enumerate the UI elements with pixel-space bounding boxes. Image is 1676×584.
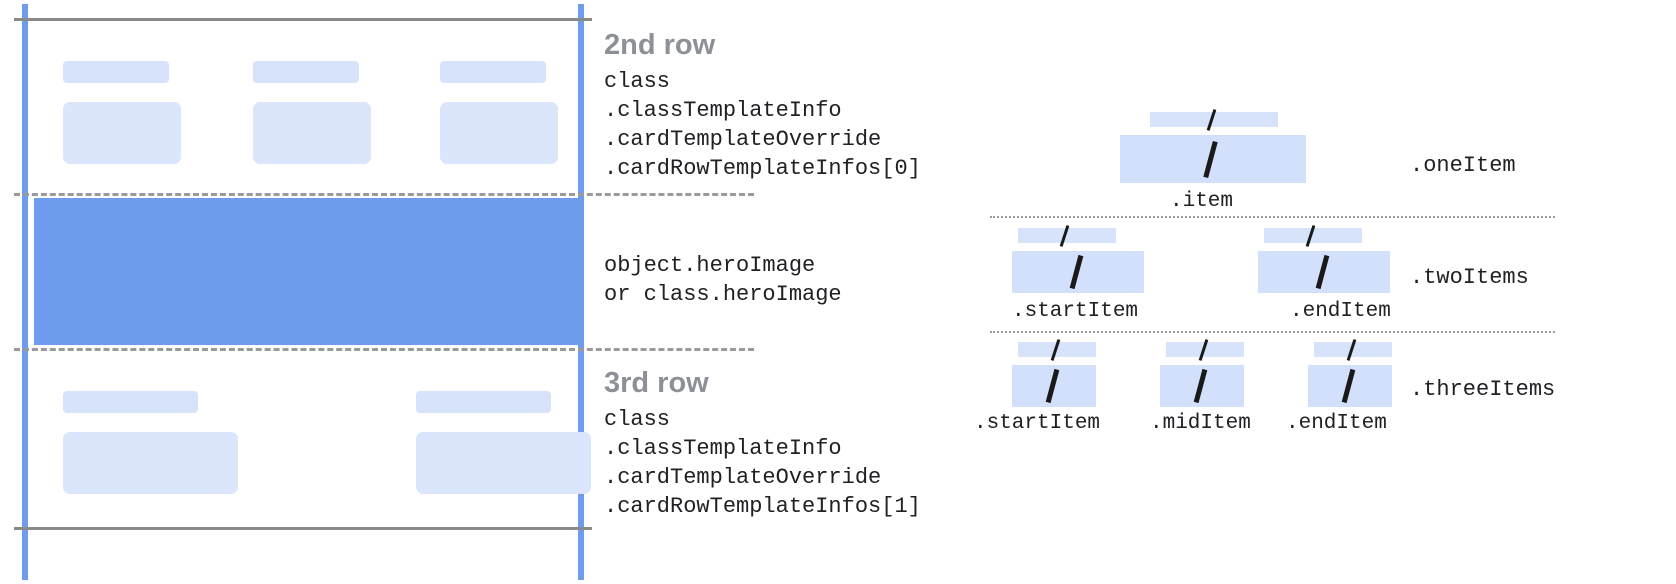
three-items-start-unit xyxy=(1012,339,1096,407)
three-items-mid-unit xyxy=(1160,339,1244,407)
two-items-end-body-placeholder xyxy=(1258,251,1390,293)
two-items-end-unit xyxy=(1258,225,1390,293)
row2-col2-value-placeholder xyxy=(253,102,371,164)
row2-col1-value-placeholder xyxy=(63,102,181,164)
two-items-start-label: .startItem xyxy=(1012,300,1139,323)
second-row-code-line-2: .classTemplateInfo xyxy=(604,98,842,124)
row3-col2-label-placeholder xyxy=(416,391,551,413)
row2-column-2 xyxy=(253,61,371,164)
card-template-diagram xyxy=(0,0,754,584)
second-row-code-line-4: .cardRowTemplateInfos[0] xyxy=(604,156,921,182)
two-items-group-label: .twoItems xyxy=(1410,265,1529,290)
three-items-mid-cap-placeholder xyxy=(1166,339,1244,361)
hero-image-annotation: object.heroImage or class.heroImage xyxy=(604,251,842,309)
row3-col1-label-placeholder xyxy=(63,391,198,413)
hero-image-band xyxy=(34,198,584,345)
two-items-start-unit xyxy=(1012,225,1144,293)
three-items-group-label: .threeItems xyxy=(1410,377,1556,402)
slash-icon xyxy=(1069,254,1084,290)
three-items-start-cap-placeholder xyxy=(1018,339,1096,361)
three-items-end-label: .endItem xyxy=(1286,412,1387,435)
three-items-end-cap-placeholder xyxy=(1314,339,1392,361)
three-items-start-body-placeholder xyxy=(1012,365,1096,407)
row3-column-2 xyxy=(416,391,591,494)
slash-icon xyxy=(1206,109,1217,131)
row2-col3-label-placeholder xyxy=(440,61,546,83)
row2-column-3 xyxy=(440,61,558,164)
row2-column-1 xyxy=(63,61,181,164)
third-row-annotation: 3rd row class .classTemplateInfo .cardTe… xyxy=(604,367,921,521)
second-row-code-line-1: class xyxy=(604,69,671,95)
item-layout-diagram: .item .oneItem .startItem .endItem .twoI… xyxy=(960,0,1676,584)
row3-column-1 xyxy=(63,391,238,494)
row3-col2-value-placeholder xyxy=(416,432,591,494)
bottom-border-rule xyxy=(14,527,592,530)
row-divider-lower xyxy=(14,348,754,351)
slash-icon xyxy=(1193,368,1208,404)
one-item-label: .item xyxy=(1170,190,1234,213)
slash-icon xyxy=(1050,339,1061,361)
group-divider-one-two xyxy=(990,216,1555,218)
slash-icon xyxy=(1346,339,1357,361)
three-items-mid-label: .midItem xyxy=(1150,412,1251,435)
slash-icon xyxy=(1341,368,1356,404)
two-items-end-cap-placeholder xyxy=(1264,225,1362,247)
third-row-code-line-2: .classTemplateInfo xyxy=(604,436,842,462)
three-items-end-body-placeholder xyxy=(1308,365,1392,407)
one-item-unit xyxy=(1120,109,1306,183)
three-items-start-label: .startItem xyxy=(974,412,1101,435)
slash-icon xyxy=(1059,225,1070,247)
row3-col1-value-placeholder xyxy=(63,432,238,494)
slash-icon xyxy=(1315,254,1330,290)
row2-col3-value-placeholder xyxy=(440,102,558,164)
slash-icon xyxy=(1203,140,1218,179)
third-row-title: 3rd row xyxy=(604,367,709,399)
three-items-mid-body-placeholder xyxy=(1160,365,1244,407)
second-row-annotation: 2nd row class .classTemplateInfo .cardTe… xyxy=(604,29,921,183)
one-item-body-placeholder xyxy=(1120,135,1306,183)
third-row-code-line-3: .cardTemplateOverride xyxy=(604,465,882,491)
third-row-code-line-1: class xyxy=(604,407,671,433)
top-border-rule xyxy=(14,18,592,21)
two-items-end-label: .endItem xyxy=(1290,300,1391,323)
row-divider-upper xyxy=(14,193,754,196)
one-item-group-label: .oneItem xyxy=(1410,153,1516,178)
slash-icon xyxy=(1198,339,1209,361)
second-row-code-line-3: .cardTemplateOverride xyxy=(604,127,882,153)
row2-col2-label-placeholder xyxy=(253,61,359,83)
second-row-title: 2nd row xyxy=(604,29,716,61)
slash-icon xyxy=(1045,368,1060,404)
group-divider-two-three xyxy=(990,331,1555,333)
third-row-region xyxy=(28,351,591,527)
one-item-cap-placeholder xyxy=(1150,109,1278,131)
third-row-code-line-4: .cardRowTemplateInfos[1] xyxy=(604,494,921,520)
two-items-start-body-placeholder xyxy=(1012,251,1144,293)
left-guide-line xyxy=(22,4,28,580)
slash-icon xyxy=(1305,225,1316,247)
second-row-region xyxy=(28,21,578,193)
hero-code-line-1: object.heroImage xyxy=(604,253,816,278)
three-items-end-unit xyxy=(1308,339,1392,407)
two-items-start-cap-placeholder xyxy=(1018,225,1116,247)
row2-col1-label-placeholder xyxy=(63,61,169,83)
hero-code-line-2: or class.heroImage xyxy=(604,282,842,308)
